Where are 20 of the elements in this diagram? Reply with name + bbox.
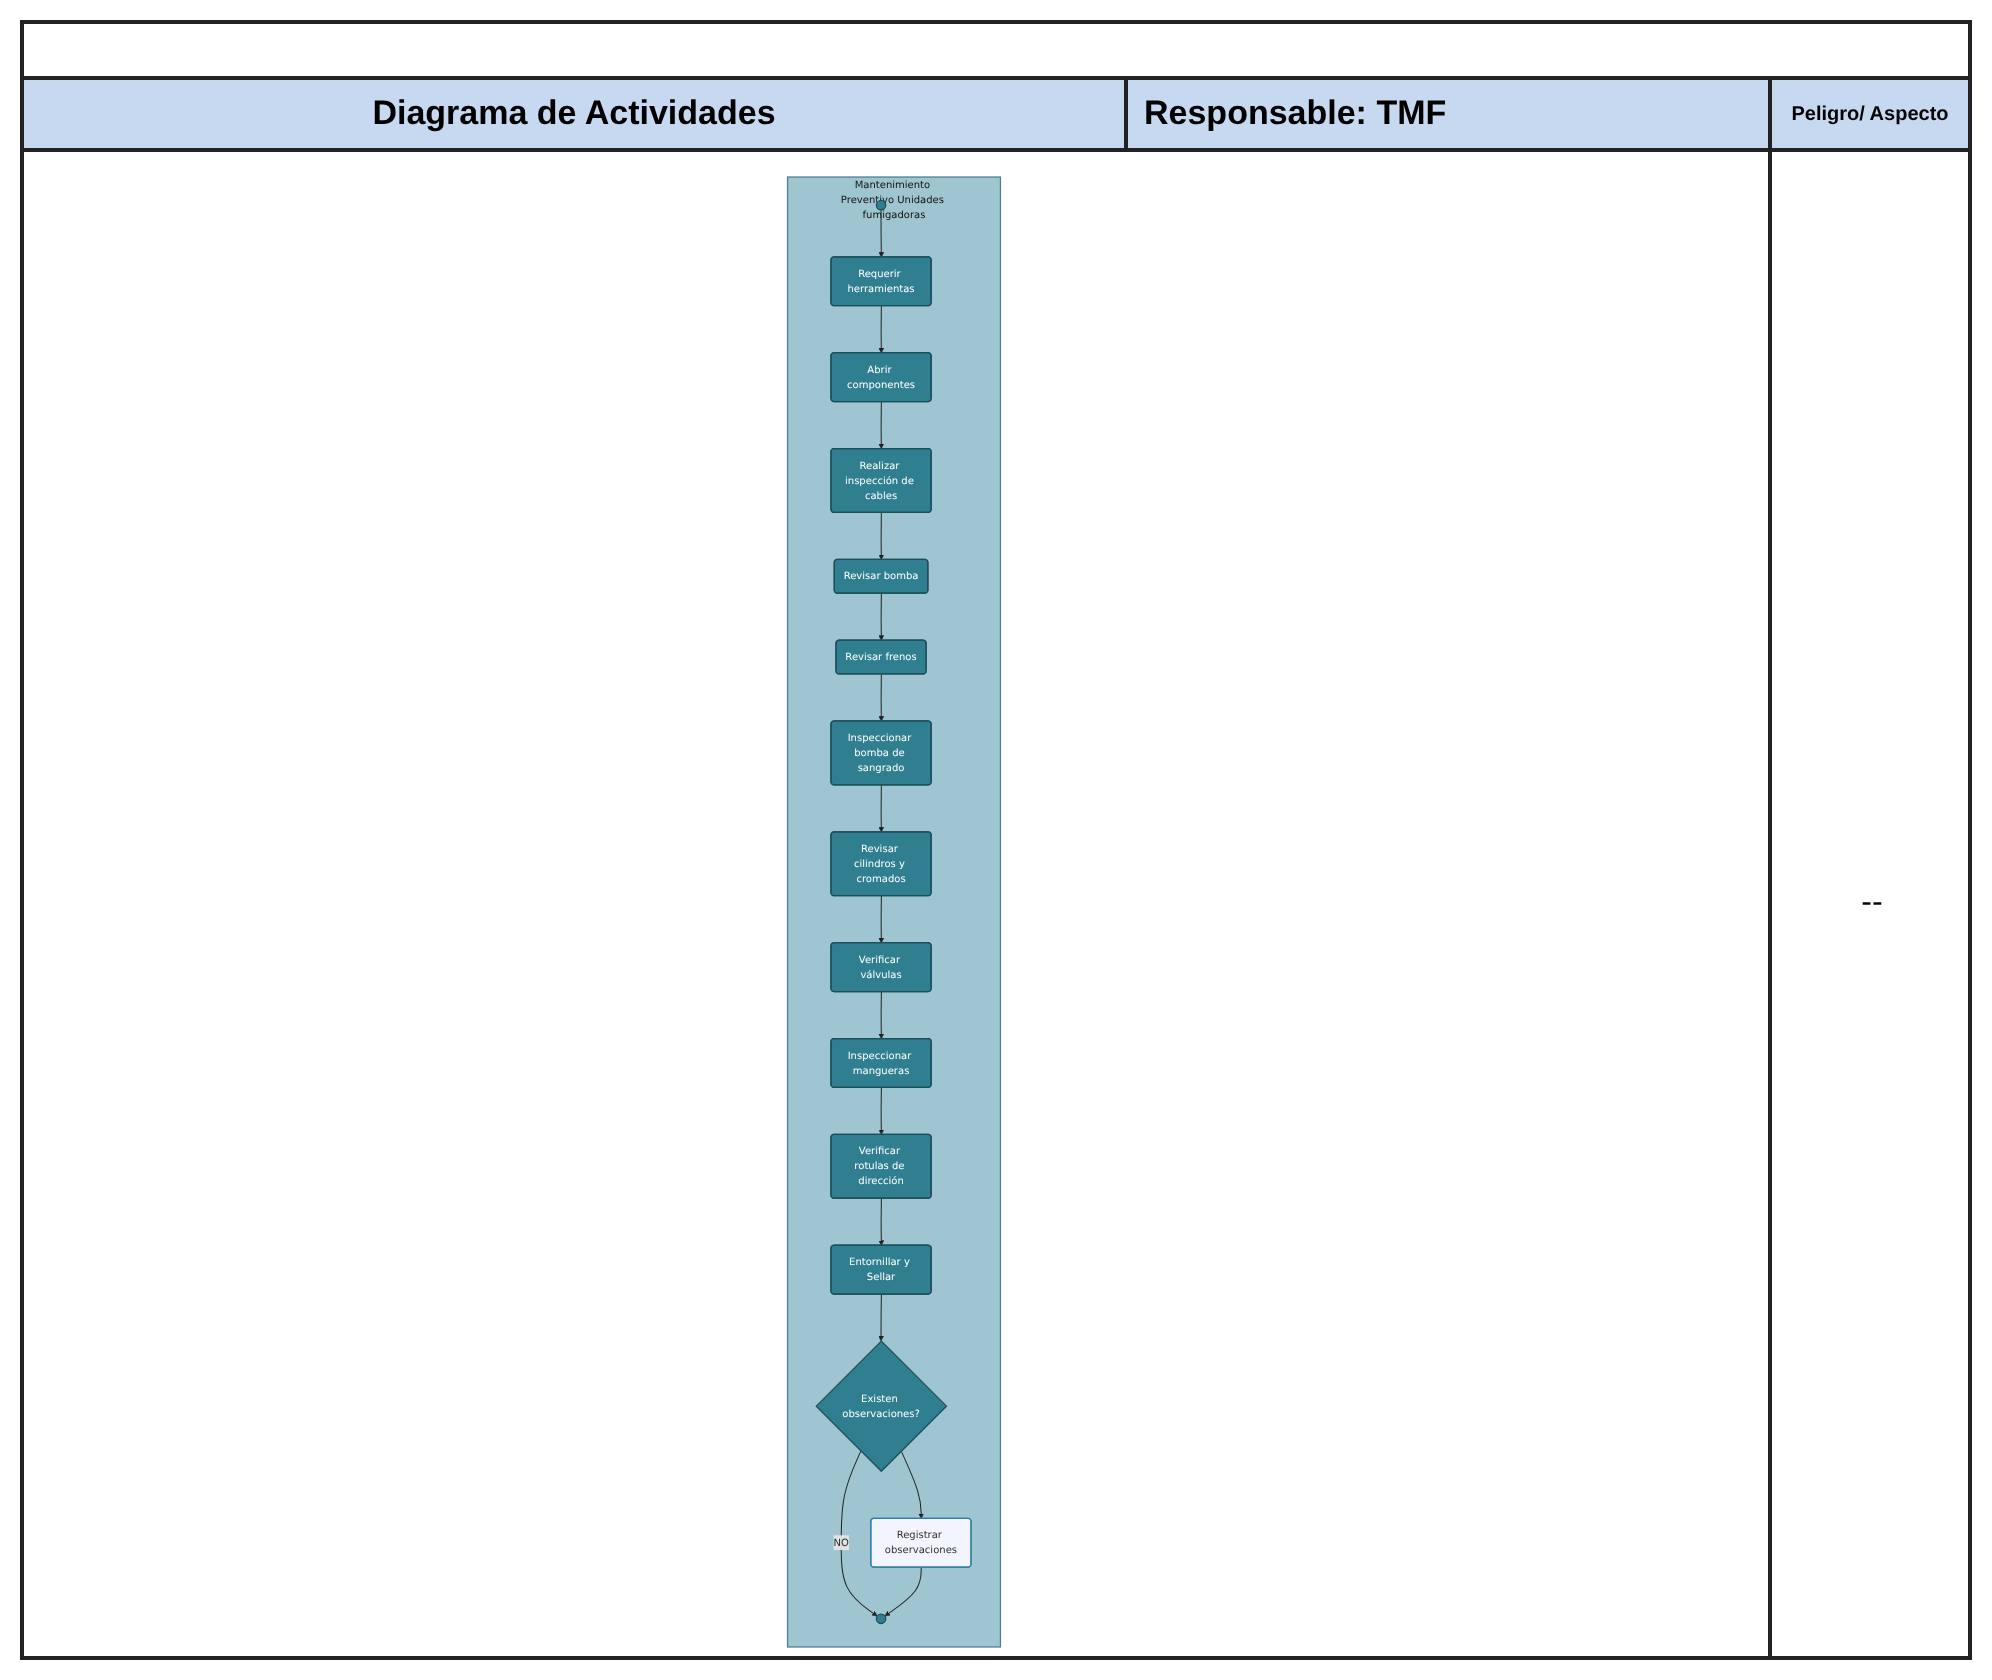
arrow: [878, 401, 885, 450]
arrow: [878, 1087, 885, 1135]
column-header: Peligro/ Aspecto: [1791, 103, 1949, 125]
arrow: [878, 593, 885, 641]
arrow: [878, 1293, 884, 1342]
arrow: [878, 1198, 885, 1246]
node-circle: [875, 1613, 887, 1625]
arrow: [878, 784, 885, 833]
arrow: [878, 991, 885, 1040]
arrow: [878, 209, 885, 258]
responsible-text: Responsable: TMF: [1144, 94, 1447, 134]
arrow: [900, 1450, 924, 1519]
arrow: [878, 512, 885, 560]
arrow: [878, 305, 885, 354]
arrow: [878, 673, 885, 722]
arrow: [884, 1566, 922, 1617]
arrow: [840, 1450, 878, 1617]
title: Diagrama de Actividades: [372, 94, 776, 134]
table-cell-text: --: [1861, 886, 1883, 922]
arrow: [878, 895, 885, 944]
